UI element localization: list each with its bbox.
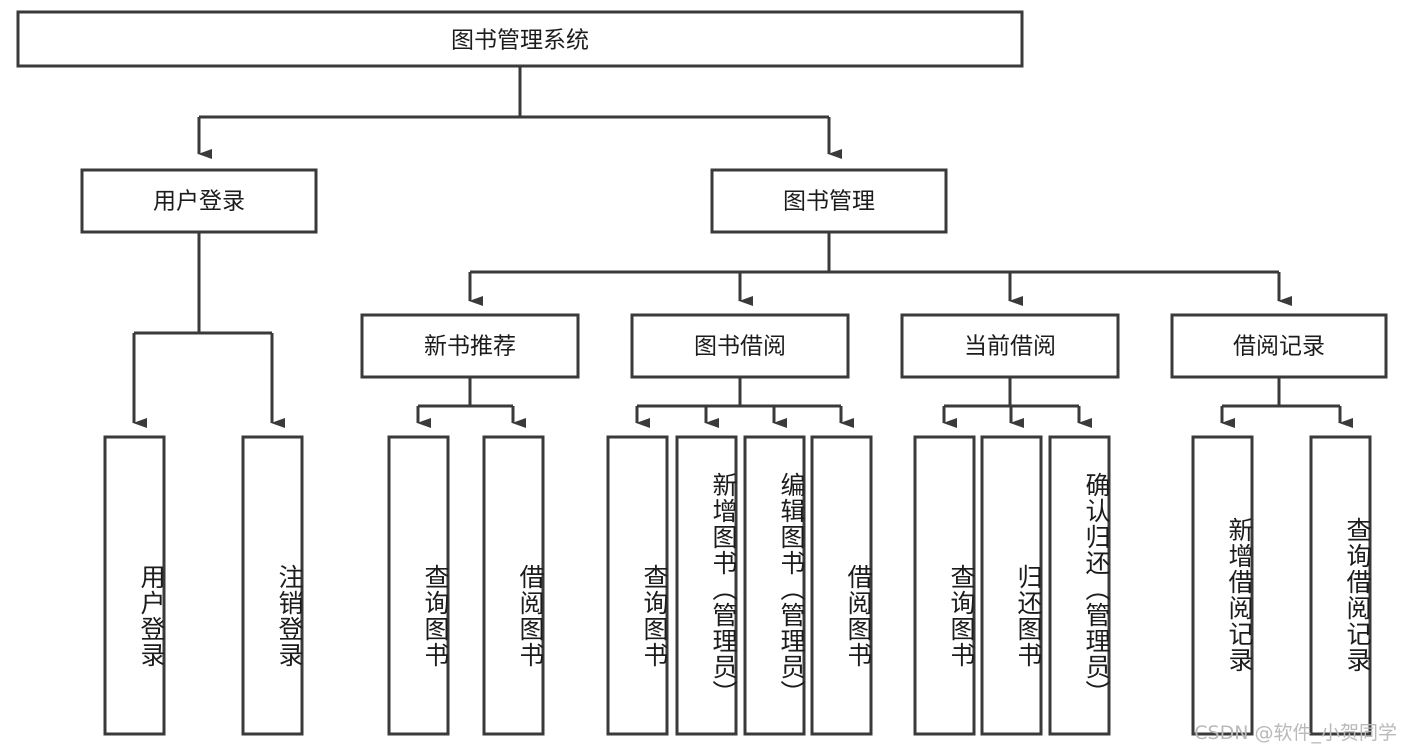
node-current-borrow-label: 当前借阅 (964, 334, 1056, 360)
node-book-management-label: 图书管理 (783, 189, 875, 215)
node-leaf-query-book-1-box[interactable] (387, 435, 450, 736)
node-leaf-add-record-box[interactable] (1191, 435, 1254, 736)
node-leaf-borrow-book-2-box[interactable] (810, 435, 873, 736)
node-leaf-user-login-box[interactable] (103, 435, 166, 736)
csdn-watermark: CSDN @软件_小贺同学 (1194, 722, 1397, 744)
node-leaf-add-book-box[interactable] (675, 435, 738, 736)
node-root-label: 图书管理系统 (451, 28, 589, 54)
node-user-login-label: 用户登录 (153, 189, 245, 215)
node-leaf-query-book-2-box[interactable] (606, 435, 669, 736)
node-leaf-confirm-return-box[interactable] (1048, 435, 1111, 736)
node-book-borrow-box[interactable] (630, 313, 850, 379)
node-root-box[interactable] (16, 10, 1024, 68)
node-leaf-edit-book-box[interactable] (743, 435, 806, 736)
node-leaf-return-book-box[interactable] (980, 435, 1043, 736)
node-new-book-recommend-label: 新书推荐 (424, 334, 516, 360)
node-leaf-logout-login-box[interactable] (241, 435, 304, 736)
node-leaf-query-book-3-box[interactable] (913, 435, 976, 736)
node-leaf-query-record-box[interactable] (1309, 435, 1372, 736)
node-leaf-borrow-book-1-box[interactable] (482, 435, 545, 736)
node-book-borrow-label: 图书借阅 (694, 334, 786, 360)
node-borrow-record-box[interactable] (1170, 313, 1388, 379)
node-borrow-record-label: 借阅记录 (1233, 334, 1325, 360)
node-book-management-box[interactable] (710, 168, 948, 234)
node-current-borrow-box[interactable] (900, 313, 1120, 379)
node-new-book-recommend-box[interactable] (360, 313, 580, 379)
